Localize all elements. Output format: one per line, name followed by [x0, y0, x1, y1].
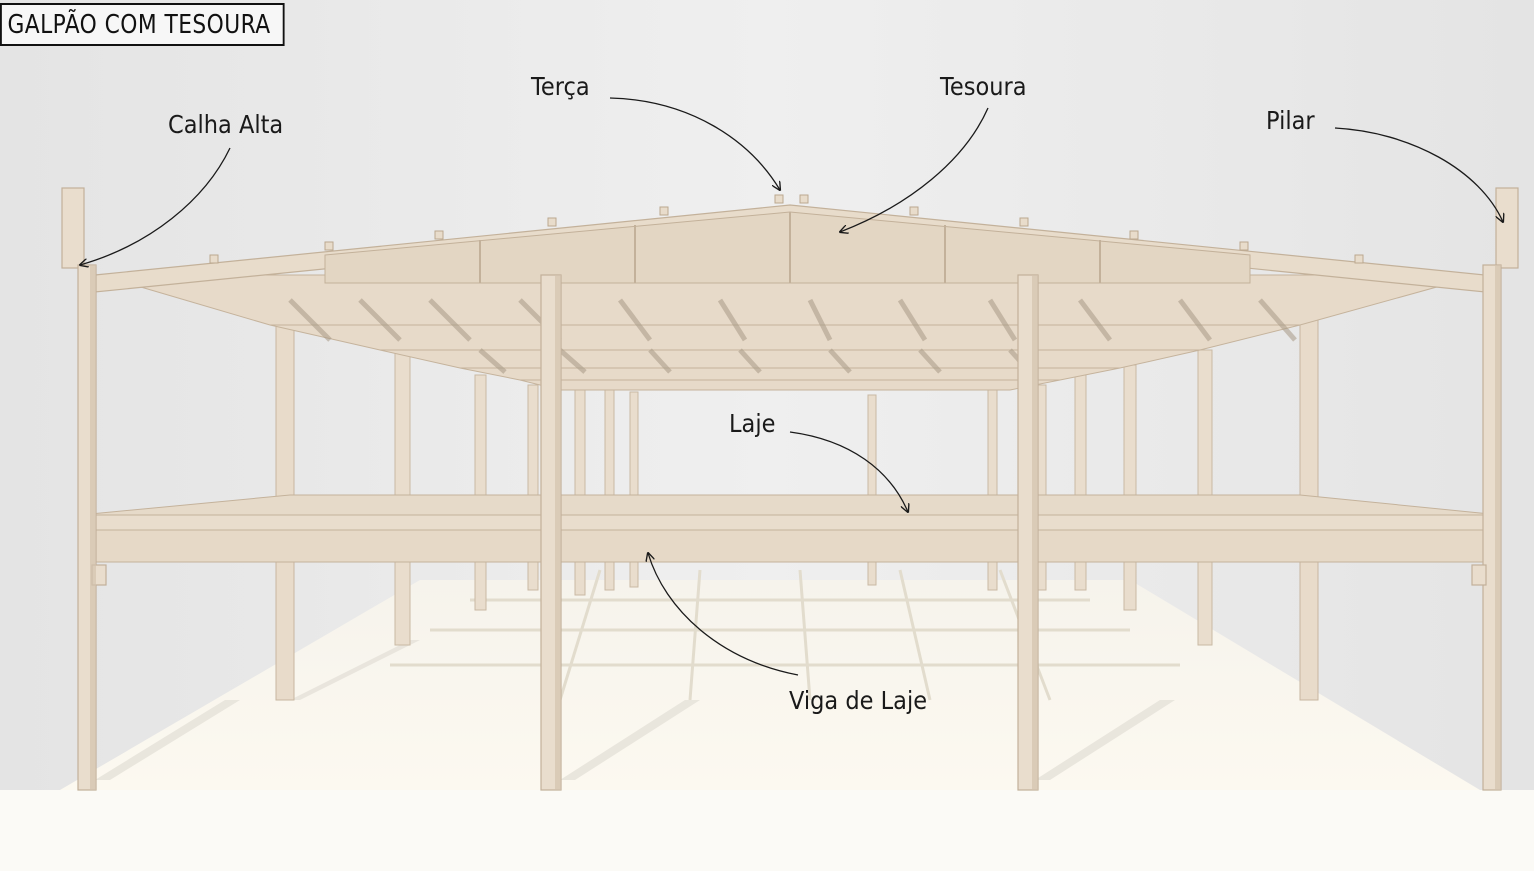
- diagram-title: GALPÃO COM TESOURA: [0, 3, 285, 46]
- arrow-terca: [609, 97, 780, 190]
- label-terca: Terça: [531, 72, 590, 101]
- ground-perspective: [60, 580, 1480, 790]
- slab: [79, 494, 1501, 563]
- column-shadows: [95, 640, 1175, 780]
- arrow-pilar: [1334, 127, 1503, 222]
- roof-shadow-stripes: [288, 298, 1297, 374]
- diagram-title-text: GALPÃO COM TESOURA: [7, 9, 271, 40]
- column-shading: [90, 265, 1501, 790]
- label-pilar: Pilar: [1266, 106, 1315, 135]
- leader-lines: [80, 97, 1503, 676]
- arrow-viga-de-laje: [648, 553, 799, 676]
- arrow-tesoura: [840, 107, 989, 232]
- arrow-laje: [789, 431, 908, 512]
- label-laje: Laje: [729, 409, 776, 438]
- label-tesoura: Tesoura: [940, 72, 1027, 101]
- label-calha-alta: Calha Alta: [168, 110, 284, 139]
- ground-floor: [0, 790, 1534, 871]
- label-viga-de-laje: Viga de Laje: [789, 686, 928, 715]
- arrow-calha-alta: [80, 147, 231, 265]
